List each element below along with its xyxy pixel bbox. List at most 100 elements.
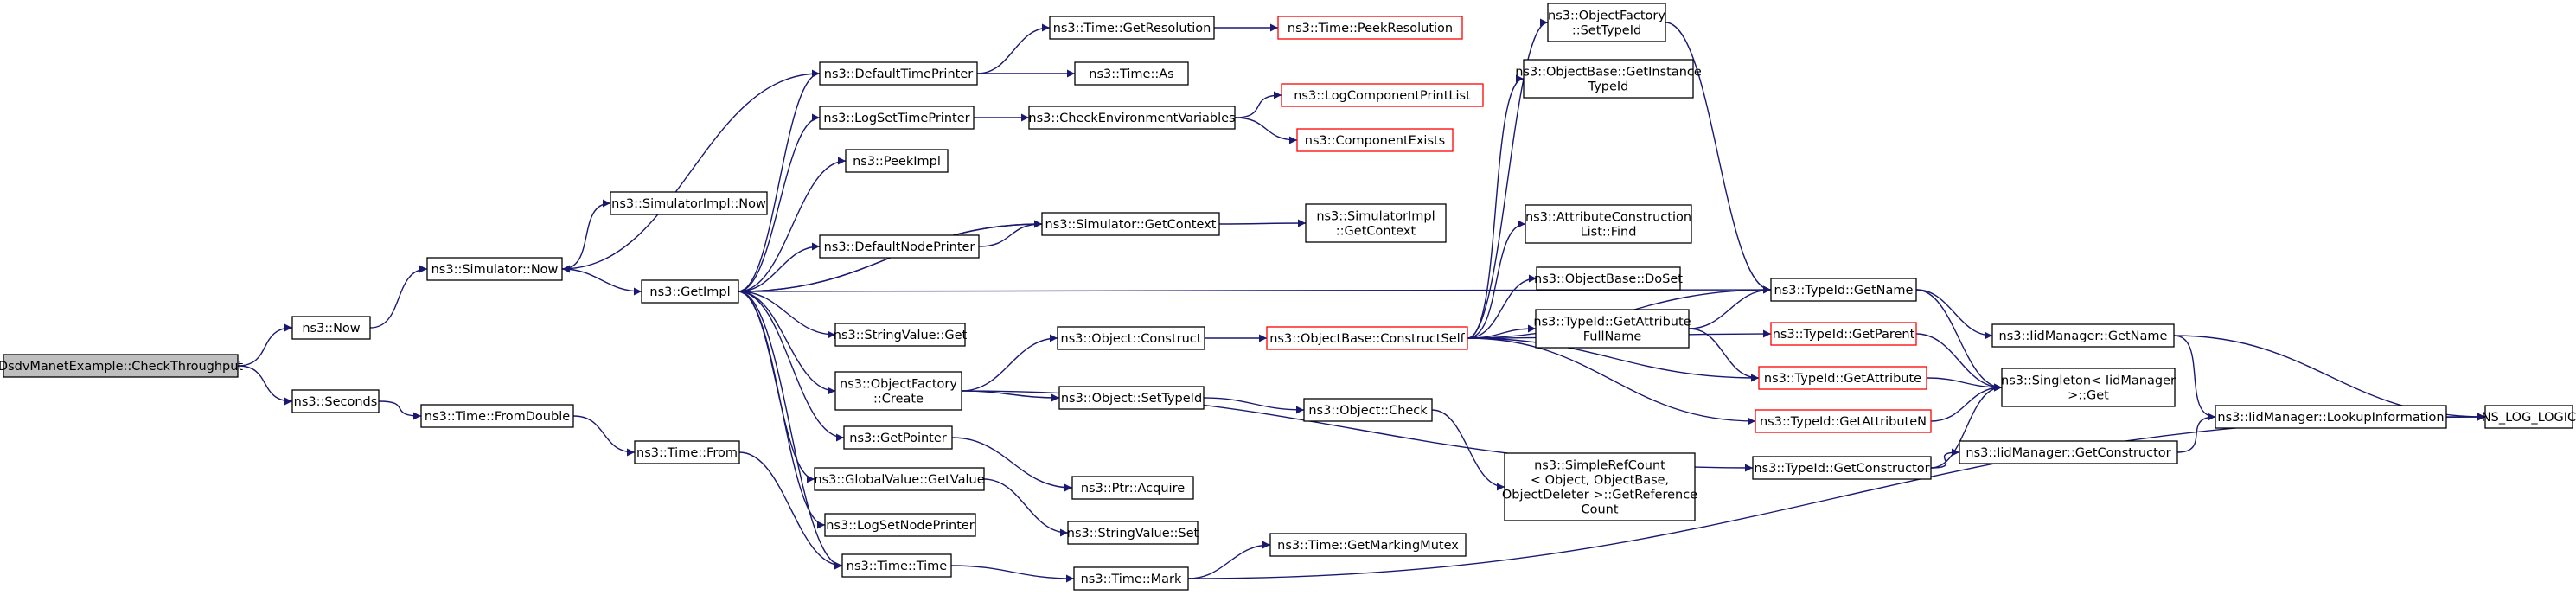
node-box — [1067, 521, 1199, 545]
edge-objectbase-constructself-to-objectbase-doset — [1467, 274, 1537, 339]
node-checkenvironmentvariables[interactable]: ns3::CheckEnvironmentVariables — [1028, 106, 1236, 130]
node-label: ns3::Time::FromDouble — [425, 410, 570, 424]
node-simulatorimpl-now[interactable]: ns3::SimulatorImpl::Now — [610, 191, 768, 215]
node-time-from[interactable]: ns3::Time::From — [634, 440, 740, 464]
node-label: ::Create — [873, 392, 924, 406]
edge-getpointer-to-ptr-acquire — [951, 437, 1073, 492]
node-objectbase-constructself[interactable]: ns3::ObjectBase::ConstructSelf — [1266, 326, 1468, 350]
node-objectfactory-settypeid[interactable]: ns3::ObjectFactory::SetTypeId — [1547, 3, 1666, 42]
edge-getimpl-to-logsettimeprinter — [738, 113, 821, 292]
node-getimpl[interactable]: ns3::GetImpl — [641, 279, 739, 304]
edge-typeid-getname-to-singleton-get — [1915, 289, 2003, 392]
node-label: ns3::DefaultNodePrinter — [824, 240, 975, 254]
node-logcomponentprintlist[interactable]: ns3::LogComponentPrintList — [1281, 83, 1484, 107]
node-box — [1303, 398, 1433, 422]
node-simulatorimpl-getcontext[interactable]: ns3::SimulatorImpl::GetContext — [1305, 203, 1447, 243]
node-box — [824, 513, 976, 537]
node-typeid-getname[interactable]: ns3::TypeId::GetName — [1770, 278, 1917, 302]
node-typeid-getattributen[interactable]: ns3::TypeId::GetAttributeN — [1755, 409, 1932, 433]
edge-now-to-simulator-now — [369, 265, 428, 329]
node-logsettimeprinter[interactable]: ns3::LogSetTimePrinter — [819, 106, 975, 130]
node-objectbase-doset[interactable]: ns3::ObjectBase::DoSet — [1534, 266, 1683, 291]
node-label: ns3::Time::From — [636, 446, 738, 460]
node-box — [1536, 266, 1681, 291]
edge-iidmanager-getname-to-iidmanager-lookupinformation — [2173, 335, 2216, 421]
node-typeid-getparent[interactable]: ns3::TypeId::GetParent — [1770, 322, 1917, 346]
edge-iidmanager-getname-to-ns-log-logic — [2173, 335, 2486, 421]
node-label: ns3::LogSetTimePrinter — [823, 112, 969, 125]
node-label: ns3::DefaultTimePrinter — [824, 67, 973, 81]
node-ptr-acquire[interactable]: ns3::Ptr::Acquire — [1071, 476, 1194, 500]
node-defaultnodeprinter[interactable]: ns3::DefaultNodePrinter — [819, 234, 980, 259]
node-label: ns3::ObjectFactory — [840, 377, 957, 391]
edge-objectbase-constructself-to-attributeconstructionlist-find — [1467, 220, 1526, 339]
node-box — [420, 404, 574, 428]
node-box — [3, 354, 239, 378]
node-ns-log-logic[interactable]: NS_LOG_LOGIC — [2482, 405, 2576, 429]
node-singleton-get[interactable]: ns3::Singleton< IidManager >::Get — [2001, 368, 2176, 407]
node-logsetnodeprinter[interactable]: ns3::LogSetNodePrinter — [824, 513, 976, 537]
node-label: ns3::SimpleRefCount — [1534, 458, 1665, 472]
node-simulator-now[interactable]: ns3::Simulator::Now — [426, 257, 563, 281]
node-label: ns3::AttributeConstruction — [1525, 210, 1691, 224]
node-box — [1752, 456, 1932, 480]
node-box — [834, 323, 966, 347]
node-time-peekresolution[interactable]: ns3::Time::PeekResolution — [1277, 16, 1463, 40]
node-object-settypeid[interactable]: ns3::Object::SetTypeId — [1058, 386, 1205, 410]
node-typeid-getattribute[interactable]: ns3::TypeId::GetAttribute — [1758, 366, 1927, 390]
node-typeid-getconstructor[interactable]: ns3::TypeId::GetConstructor — [1752, 456, 1932, 480]
edge-getimpl-to-time-time — [738, 291, 843, 570]
node-label: ns3::GetImpl — [649, 285, 730, 299]
node-object-construct[interactable]: ns3::Object::Construct — [1057, 326, 1205, 350]
node-time-mark[interactable]: ns3::Time::Mark — [1073, 566, 1189, 591]
edge-typeid-getconstructor-to-iidmanager-getconstructor — [1930, 448, 1960, 469]
node-simplerefcount-getreferencecount[interactable]: ns3::SimpleRefCount< Object, ObjectBase,… — [1502, 452, 1697, 521]
edge-typeid-getname-to-iidmanager-getname — [1915, 289, 1993, 340]
edge-simulator-now-to-simulatorimpl-now — [561, 199, 611, 270]
node-box — [1071, 476, 1194, 500]
edge-getimpl-to-stringvalue-get — [738, 291, 836, 339]
node-object-check[interactable]: ns3::Object::Check — [1303, 398, 1433, 422]
node-componentexists[interactable]: ns3::ComponentExists — [1296, 128, 1454, 152]
node-box — [1281, 83, 1484, 107]
node-now[interactable]: ns3::Now — [291, 316, 371, 340]
node-box — [291, 316, 371, 340]
node-label: ns3::TypeId::GetConstructor — [1754, 462, 1929, 476]
node-box — [1266, 326, 1468, 350]
edge-checkthroughput-to-now — [237, 323, 293, 367]
node-time-as[interactable]: ns3::Time::As — [1074, 61, 1189, 86]
node-label: ns3::Singleton< IidManager — [2001, 374, 2176, 387]
edge-time-mark-to-time-getmarkingmutex — [1187, 541, 1271, 579]
node-iidmanager-getname[interactable]: ns3::IidManager::GetName — [1991, 323, 2175, 348]
node-defaulttimeprinter[interactable]: ns3::DefaultTimePrinter — [819, 61, 978, 86]
node-time-time[interactable]: ns3::Time::Time — [841, 553, 952, 578]
node-time-getmarkingmutex[interactable]: ns3::Time::GetMarkingMutex — [1269, 533, 1467, 557]
node-checkthroughput[interactable]: DsdvManetExample::CheckThroughput — [0, 354, 243, 378]
node-iidmanager-getconstructor[interactable]: ns3::IidManager::GetConstructor — [1959, 440, 2178, 464]
node-simulator-getcontext[interactable]: ns3::Simulator::GetContext — [1041, 212, 1220, 236]
node-box — [1049, 16, 1215, 40]
node-label: ns3::IidManager::GetConstructor — [1966, 446, 2170, 460]
node-label: ns3::GetPointer — [849, 432, 947, 445]
node-seconds[interactable]: ns3::Seconds — [291, 389, 380, 413]
edge-time-fromdouble-to-time-from — [572, 415, 636, 457]
node-label: FullName — [1583, 329, 1642, 343]
node-peekimpl[interactable]: ns3::PeekImpl — [845, 149, 949, 173]
node-label: TypeId — [1588, 80, 1629, 93]
node-time-fromdouble[interactable]: ns3::Time::FromDouble — [420, 404, 574, 428]
edge-time-time-to-time-mark — [950, 565, 1075, 583]
edge-objectfactory-settypeid-to-typeid-getname — [1665, 22, 1772, 294]
node-iidmanager-lookupinformation[interactable]: ns3::IidManager::LookupInformation — [2215, 405, 2447, 429]
node-objectfactory-create[interactable]: ns3::ObjectFactory::Create — [834, 371, 962, 411]
node-time-getresolution[interactable]: ns3::Time::GetResolution — [1049, 16, 1215, 40]
edge-getimpl-to-getpointer — [738, 291, 845, 442]
node-getpointer[interactable]: ns3::GetPointer — [843, 425, 953, 450]
node-globalvalue-getvalue[interactable]: ns3::GlobalValue::GetValue — [814, 467, 985, 491]
node-label: ns3::PeekImpl — [853, 155, 941, 169]
node-stringvalue-get[interactable]: ns3::StringValue::Get — [834, 323, 968, 347]
node-stringvalue-set[interactable]: ns3::StringValue::Set — [1067, 521, 1199, 545]
